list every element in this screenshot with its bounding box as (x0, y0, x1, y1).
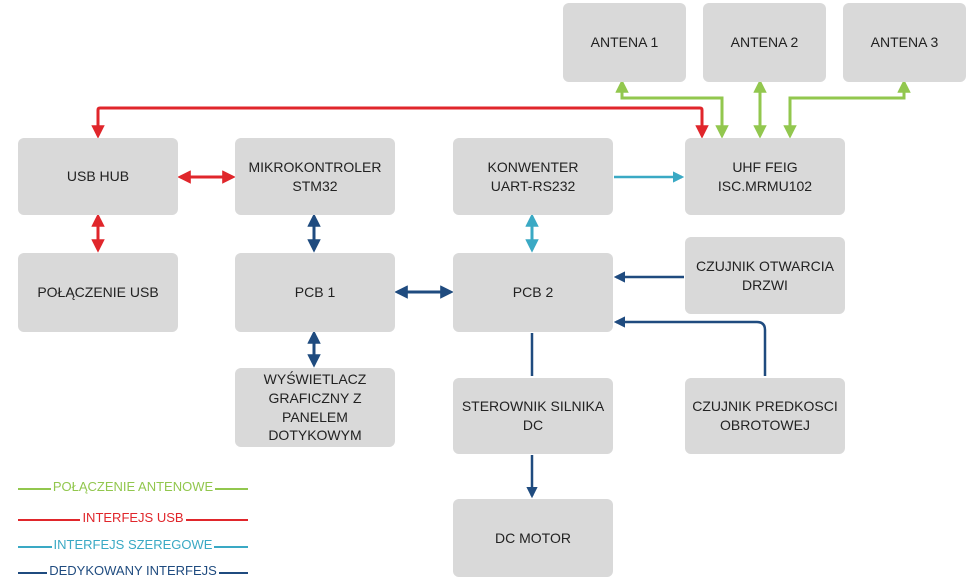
pcb2-block: PCB 2 (453, 253, 613, 332)
speed-sensor-pcb2-link (613, 316, 767, 376)
display-block: WYŚWIETLACZ GRAFICZNY Z PANELEM DOTYKOWYM (235, 368, 395, 447)
block-label-line: ANTENA 2 (730, 34, 799, 51)
block-label: ANTENA 2 (731, 33, 799, 52)
dc-motor-block: DC MOTOR (453, 499, 613, 577)
block-label-line: STM32 (292, 177, 338, 194)
door-sensor-block: CZUJNIK OTWARCIA DRZWI (685, 237, 845, 314)
block-label-line: PANELEM (282, 408, 348, 425)
legend-usb: INTERFEJS USB (18, 510, 248, 530)
block-label: DC MOTOR (495, 529, 571, 548)
block-label-line: STEROWNIK SILNIKA (461, 398, 605, 415)
antena2-block: ANTENA 2 (703, 3, 826, 82)
block-label-line: ISC.MRMU102 (717, 177, 813, 194)
legend-serial-label: INTERFEJS SZEREGOWE (51, 537, 215, 552)
block-label-line: UHF FEIG (732, 158, 798, 175)
usb-hub-block: USB HUB (18, 138, 178, 215)
motor-driver-block: STEROWNIK SILNIKA DC (453, 378, 613, 454)
antenna3-link (783, 79, 911, 139)
block-label-line: CZUJNIK PREDKOSCI (692, 398, 838, 415)
block-label-line: KONWENTER (487, 158, 579, 175)
block-label: STEROWNIK SILNIKA DC (462, 397, 604, 435)
block-label-line: MIKROKONTROLER (248, 158, 382, 175)
pcb1-block: PCB 1 (235, 253, 395, 332)
antena3-block: ANTENA 3 (843, 3, 966, 82)
antenna1-link (615, 79, 729, 139)
legend-serial: INTERFEJS SZEREGOWE (18, 537, 248, 557)
block-label-line: PCB 1 (294, 284, 336, 301)
legend-dedicated-label: DEDYKOWANY INTERFEJS (47, 563, 219, 578)
block-label-line: ANTENA 3 (870, 34, 939, 51)
legend-usb-label: INTERFEJS USB (80, 510, 186, 525)
block-label: CZUJNIK PREDKOSCI OBROTOWEJ (692, 397, 837, 435)
block-label: POŁĄCZENIE USB (37, 283, 158, 302)
block-label: UHF FEIG ISC.MRMU102 (718, 158, 812, 196)
legend-antenna-label: POŁĄCZENIE ANTENOWE (50, 479, 216, 494)
block-label-line: CZUJNIK OTWARCIA (696, 257, 834, 274)
block-label-line: GRAFICZNY Z (268, 389, 362, 406)
block-label-line: ANTENA 1 (590, 34, 659, 51)
usb-connection-block: POŁĄCZENIE USB (18, 253, 178, 332)
block-label-line: PCB 2 (512, 284, 554, 301)
block-label: WYŚWIETLACZ GRAFICZNY Z PANELEM DOTYKOWYM (264, 370, 367, 446)
block-label: MIKROKONTROLER STM32 (248, 158, 381, 196)
block-label-line: DRZWI (742, 276, 788, 293)
microcontroller-block: MIKROKONTROLER STM32 (235, 138, 395, 215)
legend-antenna: POŁĄCZENIE ANTENOWE (18, 479, 248, 499)
converter-block: KONWENTER UART-RS232 (453, 138, 613, 215)
block-label-line: OBROTOWEJ (720, 417, 810, 433)
block-label: USB HUB (67, 167, 129, 186)
block-label-line: UART-RS232 (490, 177, 576, 194)
block-label-line: DC (522, 417, 544, 433)
block-label-line: DOTYKOWYM (268, 427, 362, 444)
block-label: KONWENTER UART-RS232 (488, 158, 579, 196)
block-label: PCB 2 (513, 283, 553, 302)
block-label-line: WYŚWIETLACZ (263, 370, 367, 387)
block-label: ANTENA 3 (871, 33, 939, 52)
block-label-line: POŁĄCZENIE USB (37, 284, 159, 301)
block-label: CZUJNIK OTWARCIA DRZWI (696, 257, 834, 295)
antena1-block: ANTENA 1 (563, 3, 686, 82)
speed-sensor-block: CZUJNIK PREDKOSCI OBROTOWEJ (685, 378, 845, 454)
block-label: PCB 1 (295, 283, 335, 302)
block-label-line: USB HUB (66, 168, 130, 185)
uhf-reader-block: UHF FEIG ISC.MRMU102 (685, 138, 845, 215)
legend-dedicated: DEDYKOWANY INTERFEJS (18, 563, 248, 583)
block-label: ANTENA 1 (591, 33, 659, 52)
usbhub-uhf-link (91, 106, 709, 139)
block-label-line: DC MOTOR (495, 529, 571, 546)
